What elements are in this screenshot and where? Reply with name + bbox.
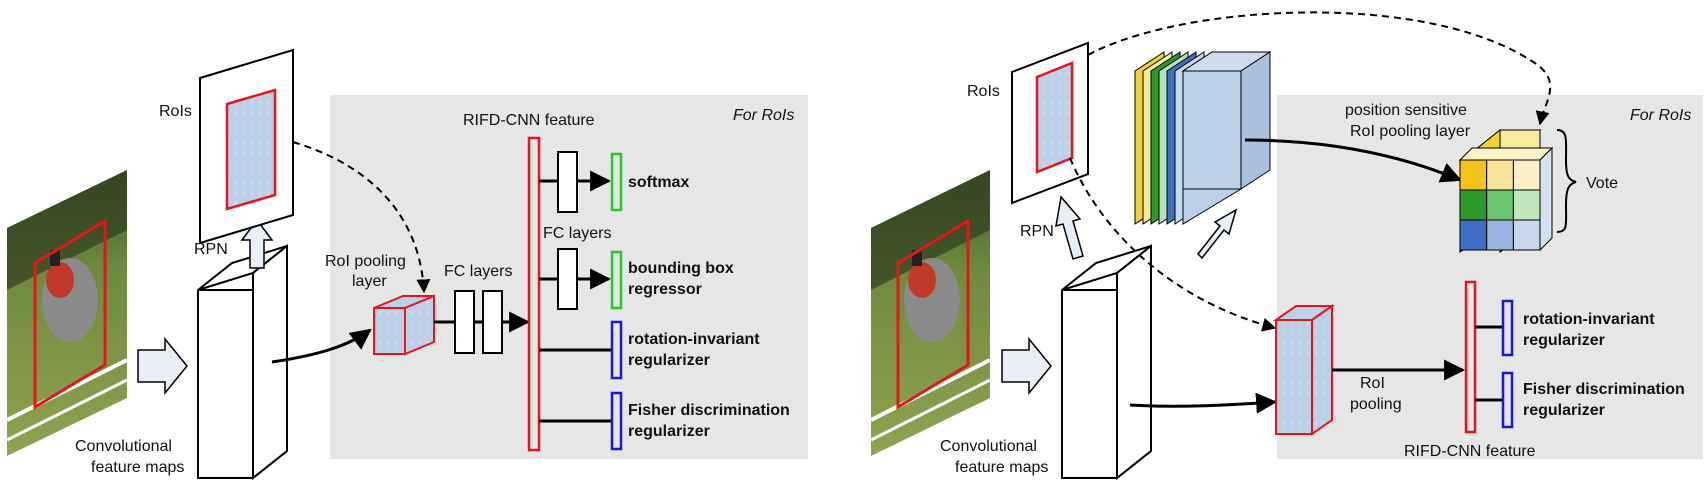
left-conv-to-pool-arrow xyxy=(271,328,372,364)
right-for-rois-label: For RoIs xyxy=(1630,107,1691,124)
pos-sens-label-2: RoI pooling layer xyxy=(1350,123,1471,140)
left-rot-label-1: rotation-invariant xyxy=(628,331,760,348)
right-rifd-feature-bar xyxy=(1464,280,1477,434)
left-rot-output-bar xyxy=(610,320,623,380)
right-panel: For RoIs Convolutional feature maps RPN … xyxy=(870,11,1703,481)
softmax-label: softmax xyxy=(628,174,689,191)
left-panel: For RoIs RIFD-CNN feature Convolutional … xyxy=(6,48,808,481)
input-image-right xyxy=(870,170,991,456)
right-rpn-label: RPN xyxy=(1020,223,1054,240)
position-sensitive-score-maps xyxy=(1134,51,1272,225)
vote-label: Vote xyxy=(1586,175,1618,192)
right-rot-output-bar xyxy=(1501,299,1514,357)
left-rifd-feature-bar xyxy=(527,136,541,452)
right-conv-feature-maps xyxy=(1061,243,1152,481)
right-fisher-label-1: Fisher discrimination xyxy=(1523,381,1685,398)
left-fisher-output-bar xyxy=(610,391,623,451)
left-rot-label-2: regularizer xyxy=(628,352,710,369)
bbox-label-1: bounding box xyxy=(628,260,734,277)
left-fc-box-bbox xyxy=(557,248,578,310)
left-fisher-label-1: Fisher discrimination xyxy=(628,402,790,419)
right-roi-pool-label-1: RoI xyxy=(1360,375,1385,392)
bbox-output-bar xyxy=(610,250,623,310)
right-rois-label: RoIs xyxy=(967,83,1000,100)
input-image-left xyxy=(6,170,128,456)
right-score-arrow-icon xyxy=(1196,208,1238,260)
right-roi-pool-label-2: pooling xyxy=(1350,396,1402,413)
bbox-label-2: regressor xyxy=(628,281,702,298)
left-conv-label-1: Convolutional xyxy=(75,438,172,455)
right-rpn-arrow-icon xyxy=(1055,195,1084,260)
right-roi-pooling-block xyxy=(1272,304,1336,436)
left-fc-box-2 xyxy=(482,290,503,354)
left-rifd-feature-label: RIFD-CNN feature xyxy=(463,112,595,129)
right-rot-label-2: regularizer xyxy=(1523,332,1605,349)
hollow-arrow-icon xyxy=(137,336,188,396)
left-roi-dashed-arrow xyxy=(292,141,431,294)
right-rifd-feature-label: RIFD-CNN feature xyxy=(1404,443,1536,460)
left-fc-layers-label-b: FC layers xyxy=(543,225,611,242)
right-conv-label-1: Convolutional xyxy=(940,438,1037,455)
right-scores-to-grid-arrow xyxy=(1244,138,1462,183)
vote-brace xyxy=(1556,129,1577,233)
left-fc-layers-label-a: FC layers xyxy=(444,263,512,280)
pos-sens-label-1: position sensitive xyxy=(1345,102,1467,119)
left-fc-box-softmax xyxy=(557,151,578,213)
right-hollow-arrow-icon xyxy=(1001,336,1052,396)
left-roi-proposal xyxy=(225,88,277,211)
position-sensitive-grid xyxy=(1458,128,1554,253)
left-rpn-label: RPN xyxy=(194,241,228,258)
left-for-rois-label: For RoIs xyxy=(733,107,794,124)
right-conv-label-2: feature maps xyxy=(955,459,1048,476)
left-rpn-arrow-icon xyxy=(240,218,274,269)
left-fisher-label-2: regularizer xyxy=(628,423,710,440)
right-fisher-output-bar xyxy=(1501,371,1514,429)
softmax-output-bar xyxy=(610,152,623,212)
right-conv-to-pool-arrow xyxy=(1129,392,1278,414)
right-roi-top-dashed-arrow xyxy=(1087,11,1552,126)
right-roi-down-dashed-arrow xyxy=(1069,157,1277,332)
left-conv-label-2: feature maps xyxy=(91,459,184,476)
left-roi-pool-label-1: RoI pooling xyxy=(325,253,406,270)
left-roi-pooled-cube xyxy=(373,294,435,356)
right-fisher-label-2: regularizer xyxy=(1523,402,1605,419)
left-rois-label: RoIs xyxy=(159,103,192,120)
left-roi-pool-label-2: layer xyxy=(352,273,387,290)
right-rot-label-1: rotation-invariant xyxy=(1523,311,1655,328)
right-roi-proposal xyxy=(1035,61,1074,174)
left-fc-box-1 xyxy=(454,290,475,354)
